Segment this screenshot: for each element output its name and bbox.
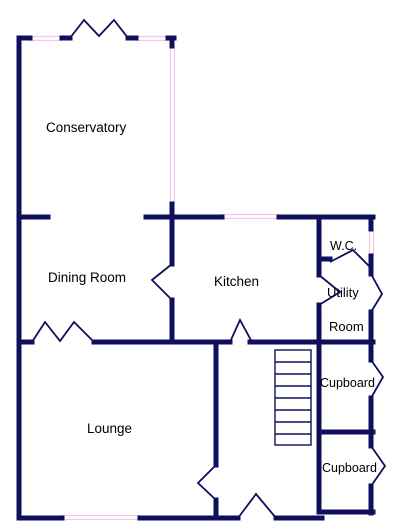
lower-cupboard-door <box>370 445 387 487</box>
conservatory-french-doors <box>69 18 129 39</box>
label-lounge: Lounge <box>87 421 132 436</box>
kitchen-window <box>222 213 279 220</box>
upper-cupboard-door <box>370 359 385 399</box>
wc-window <box>368 229 375 256</box>
stairs <box>274 349 312 446</box>
label-wc: W.C. <box>330 239 357 253</box>
label-conservatory: Conservatory <box>46 120 127 135</box>
label-kitchen: Kitchen <box>214 274 259 289</box>
walls <box>16 35 376 521</box>
dining-kitchen-door <box>150 263 173 301</box>
label-utility-line1: Utility <box>327 285 359 300</box>
label-cupboard-upper: Cupboard <box>320 376 375 390</box>
lounge-window <box>62 514 140 521</box>
conservatory-top-window-right <box>136 35 168 42</box>
lounge-hall-door <box>196 464 217 501</box>
windows <box>30 35 375 521</box>
front-door <box>237 492 277 519</box>
doors <box>31 18 387 519</box>
utility-external-door <box>370 273 384 313</box>
lounge-french-doors <box>31 320 95 343</box>
label-utility-line2: Room <box>329 319 364 334</box>
kitchen-hall-door <box>229 317 253 343</box>
room-labels: Conservatory Dining Room Kitchen W.C. Ut… <box>46 120 377 475</box>
label-dining-room: Dining Room <box>48 270 126 285</box>
conservatory-side-window <box>169 46 176 204</box>
label-cupboard-lower: Cupboard <box>322 461 377 475</box>
conservatory-top-window-left <box>30 35 62 42</box>
wc-door <box>329 248 374 271</box>
utility-door <box>318 274 342 306</box>
